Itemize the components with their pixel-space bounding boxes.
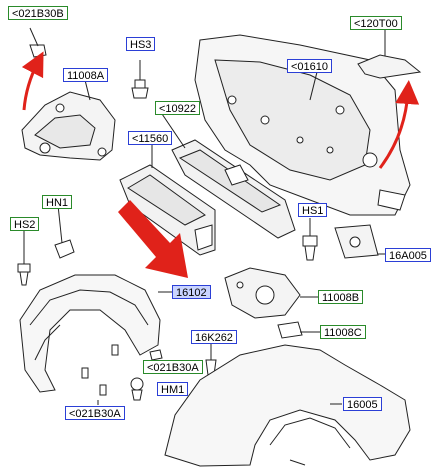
fender-16005 [164,344,411,467]
label-021b30a-right: <021B30A [143,360,203,374]
label-16005: 16005 [343,397,382,411]
bracket-11008c [277,321,320,339]
label-16a005: 16A005 [385,248,431,262]
label-11008a: 11008A [63,68,109,82]
clips-021b30a [81,344,163,405]
strut-mount-11008b [224,267,318,319]
label-hm1: HM1 [157,382,189,396]
clip-hm1 [130,377,144,401]
label-hs1: HS1 [298,203,328,217]
screw-hs3 [131,60,149,99]
screw-hs2 [17,230,31,286]
clip-16k262 [205,342,217,376]
label-10922: <10922 [155,101,201,115]
label-11560: <11560 [128,131,173,145]
dash-panel-01610 [194,34,411,216]
bracket-120t00 [357,30,422,79]
big-red-arrow [118,200,188,278]
clip-021b30b [29,27,47,58]
nut-hn1 [54,204,75,259]
label-11008c: 11008C [320,325,366,339]
label-16k262: 16K262 [191,330,237,344]
screw-hs1 [302,218,318,261]
red-arrows [21,51,420,169]
label-01610: <01610 [287,59,333,73]
bracket-11008a [21,79,116,161]
insulator-16a005 [334,224,392,259]
label-021b30b: <021B30B [8,6,68,20]
rail-10922 [157,107,296,239]
label-hn1: HN1 [42,195,73,209]
wheel-liner-16102 [19,274,172,393]
label-hs3: HS3 [126,37,156,51]
label-120t00: <120T00 [350,16,402,30]
label-16102: 16102 [172,285,211,299]
label-021b30a-left: <021B30A [65,406,125,420]
label-hs2: HS2 [10,217,40,231]
label-11008b: 11008B [318,290,364,304]
